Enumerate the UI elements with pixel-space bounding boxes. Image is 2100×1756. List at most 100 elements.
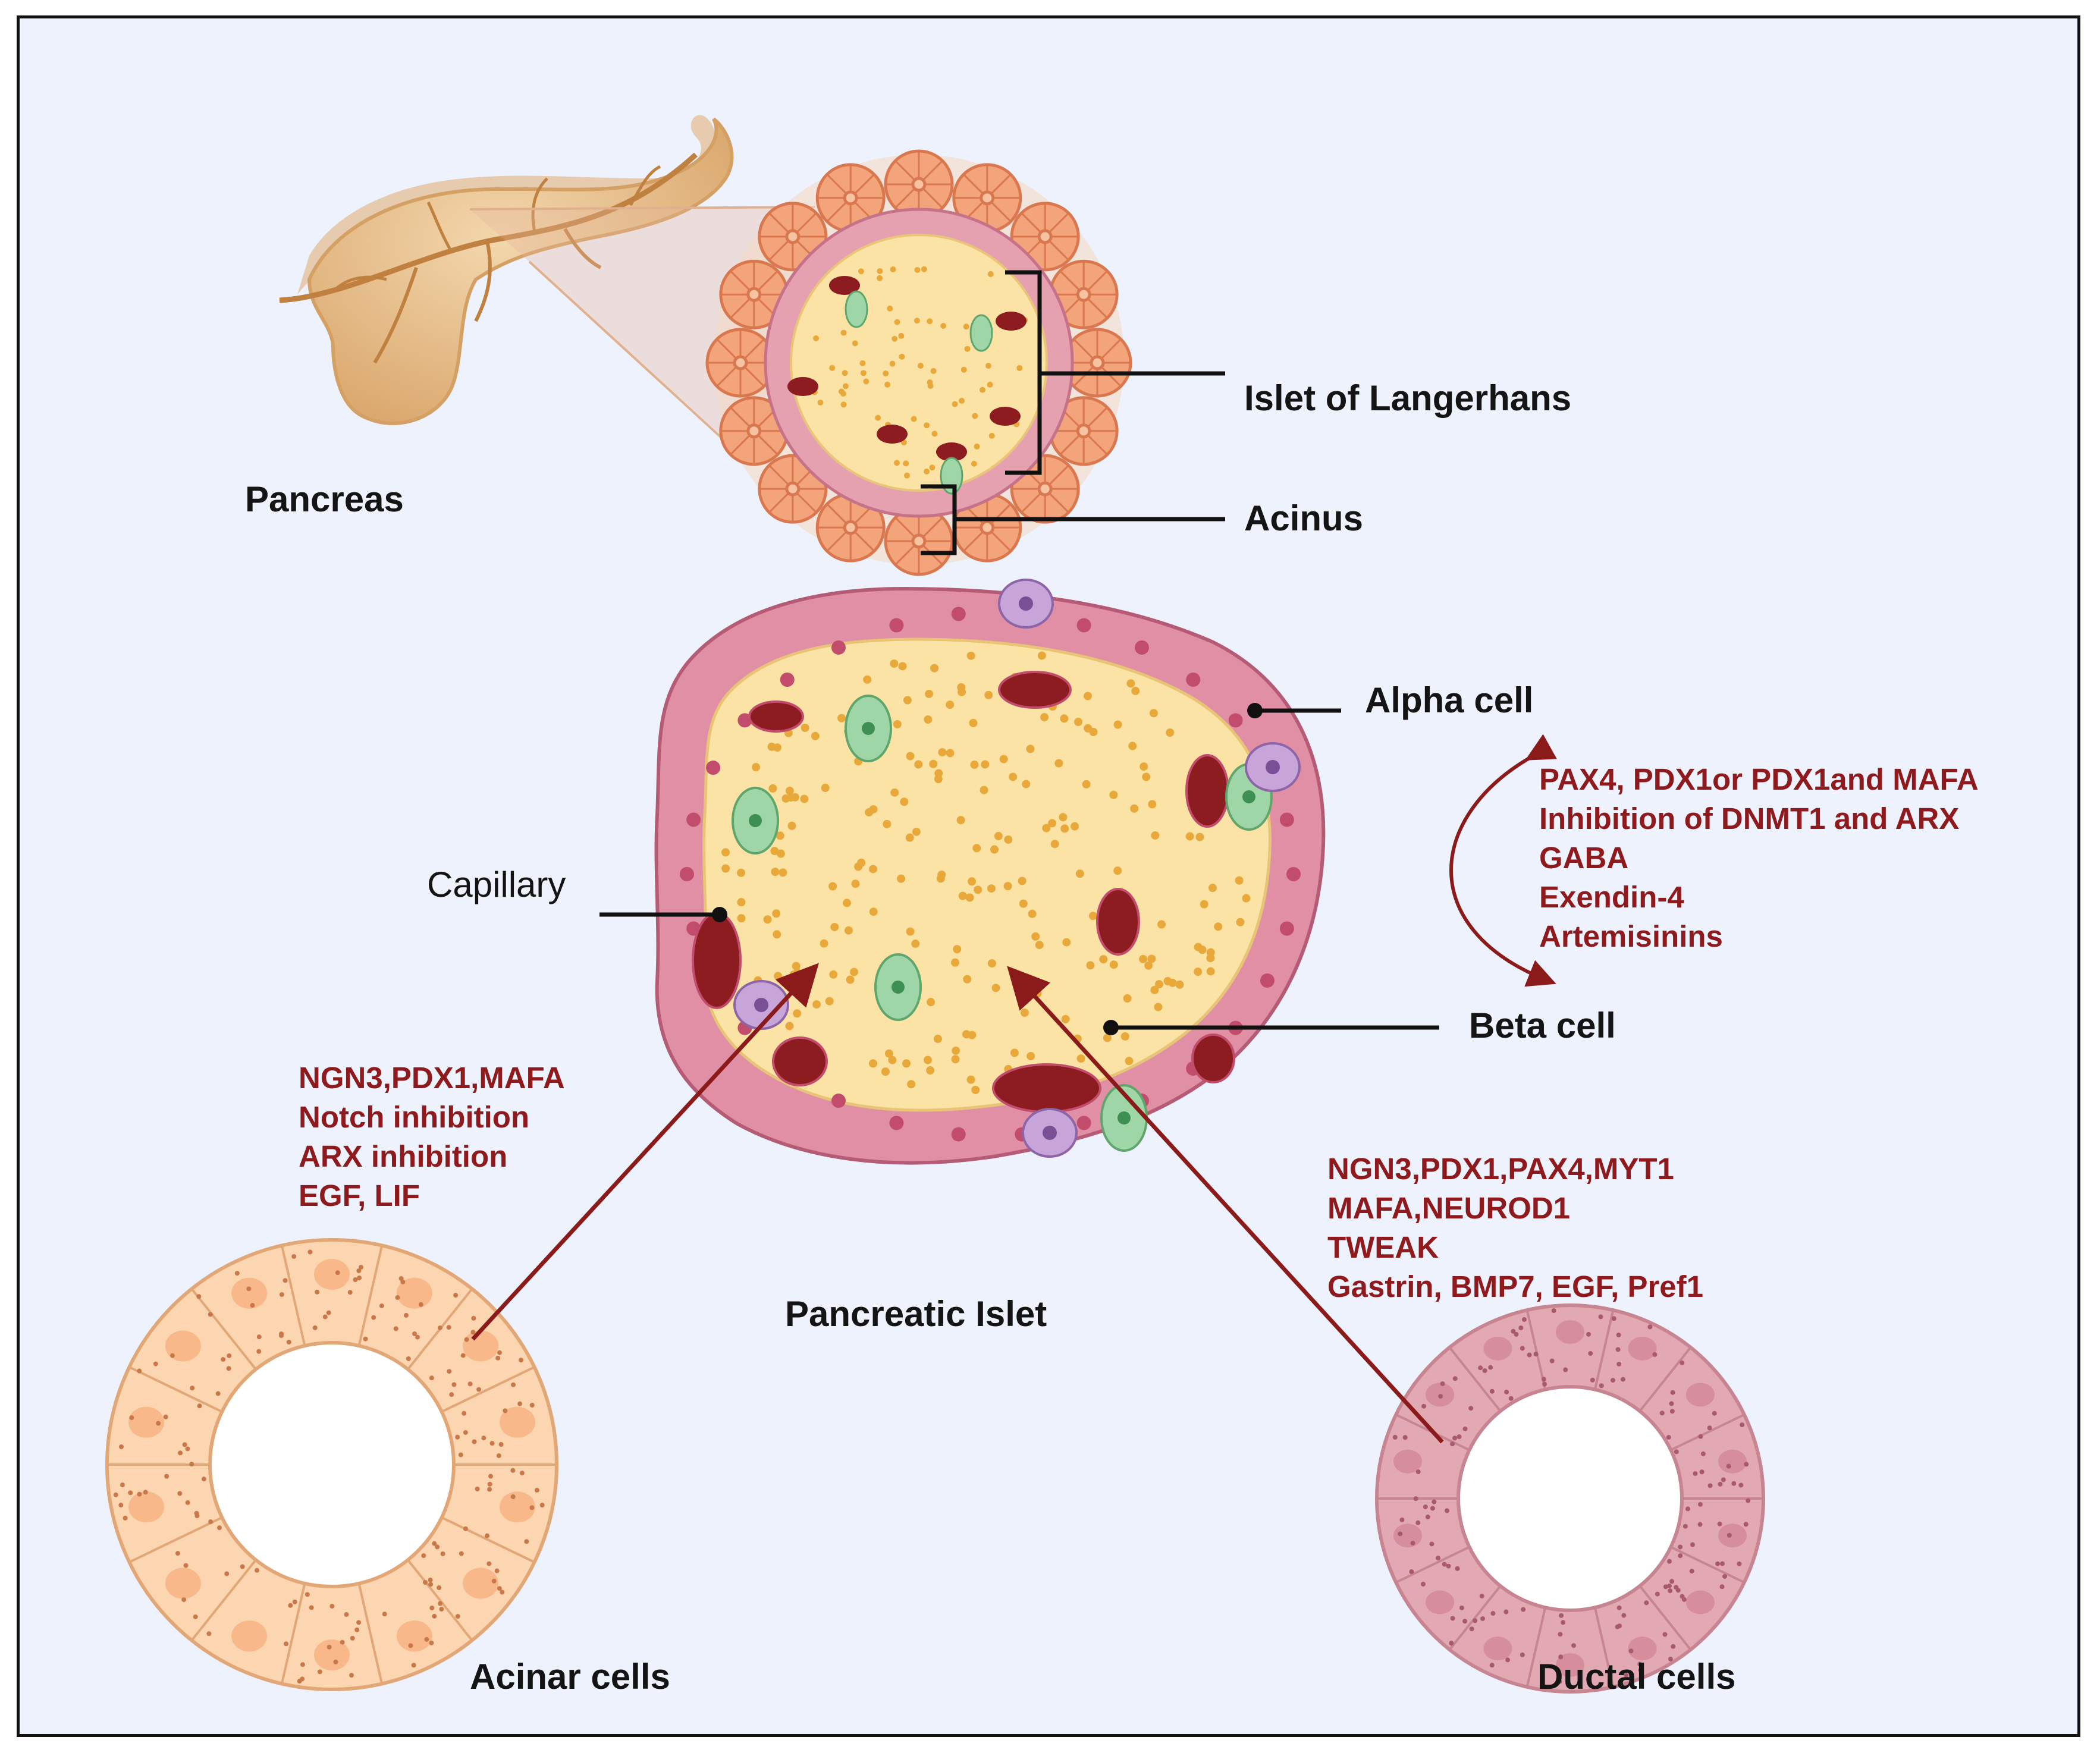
ductal-nucleus (1483, 1636, 1512, 1661)
beta-cell-nucleus (1195, 833, 1204, 841)
beta-cell-nucleus (988, 432, 995, 439)
beta-cell-nucleus (821, 783, 830, 792)
beta-cell-nucleus (842, 370, 848, 376)
beta-cell-nucleus (774, 972, 783, 981)
acinar-nucleus (463, 1567, 499, 1599)
beta-cell-nucleus (852, 340, 858, 347)
beta-cell-nucleus (854, 862, 863, 871)
beta-cell-nucleus (991, 984, 1000, 992)
beta-cell-nucleus (930, 367, 937, 374)
beta-cell-nucleus (763, 915, 772, 924)
alpha-cell-nucleus (831, 1094, 846, 1108)
acinar-nucleus (231, 1620, 268, 1652)
acinus-cluster (884, 506, 954, 576)
beta-cell-nucleus (972, 413, 978, 419)
beta-cell-nucleus (800, 794, 809, 803)
beta-cell-nucleus (1150, 985, 1159, 994)
beta-cell-nucleus (1154, 980, 1163, 989)
acinus-cluster (705, 328, 776, 398)
capillary (992, 1063, 1101, 1113)
beta-cell-nucleus (1206, 954, 1215, 963)
beta-cell-nucleus (987, 381, 993, 388)
beta-cell-nucleus (837, 714, 846, 722)
beta-cell-nucleus (1054, 759, 1063, 768)
beta-cell-nucleus (787, 821, 796, 830)
beta-cell-nucleus (899, 353, 905, 360)
beta-cell-nucleus (965, 893, 974, 902)
beta-cell-nucleus (737, 898, 746, 907)
beta-cell-nucleus (934, 769, 943, 778)
beta-cell-nucleus (974, 443, 980, 450)
beta-cell-nucleus (1088, 912, 1097, 921)
beta-cell-nucleus (813, 335, 820, 341)
factor-item: Inhibition of DNMT1 and ARX (1539, 802, 1960, 835)
beta-cell-nucleus (933, 1035, 942, 1044)
acinus-cluster (1049, 396, 1119, 466)
capillary (998, 671, 1072, 709)
capillary (1096, 888, 1140, 956)
beta-cell-nucleus (1062, 938, 1071, 947)
alpha-cell-nucleus (1135, 640, 1149, 655)
beta-cell-nucleus (817, 399, 824, 406)
beta-cell-nucleus (1109, 790, 1118, 799)
beta-cell-nucleus (911, 940, 920, 948)
beta-cell-nucleus (971, 1085, 980, 1094)
beta-cell-nucleus (966, 651, 975, 660)
beta-cell-nucleus (1242, 894, 1251, 903)
beta-cell-nucleus (892, 335, 898, 342)
beta-cell-nucleus (1235, 876, 1244, 885)
beta-cell-nucleus (1157, 920, 1166, 929)
beta-cell-nucleus (924, 715, 933, 724)
beta-cell-nucleus (963, 323, 969, 330)
beta-cell-nucleus (981, 760, 990, 769)
beta-cell-nucleus (1022, 780, 1031, 789)
beta-cell-nucleus (883, 819, 892, 828)
beta-cell-nucleus (830, 922, 839, 931)
beta-cell-nucleus (850, 967, 859, 976)
beta-cell-nucleus (863, 675, 872, 684)
beta-cell-nucleus (1060, 824, 1069, 833)
beta-cell-nucleus (1082, 780, 1091, 789)
beta-cell-nucleus (987, 959, 996, 968)
beta-cell-nucleus (1148, 800, 1157, 809)
beta-cell-nucleus (890, 788, 899, 797)
ductal-to-islet-arrow (1007, 966, 1444, 1444)
capillary (787, 377, 818, 396)
beta-cell-nucleus (1168, 978, 1177, 987)
ductal-cells-ring (1375, 1303, 1765, 1694)
beta-cell-nucleus (1084, 692, 1093, 700)
beta-cell-nucleus (1142, 772, 1151, 781)
acinar-factor-list: NGN3,PDX1,MAFA Notch inhibition ARX inhi… (299, 1058, 565, 1215)
beta-cell-nucleus (851, 879, 860, 888)
acinus-label: Acinus (1244, 498, 1364, 538)
acinar-nucleus (499, 1406, 535, 1438)
beta-cell-nucleus (937, 870, 946, 879)
pancreatic-islet-illustration (654, 579, 1326, 1165)
beta-cell-nucleus (900, 797, 909, 806)
beta-cell-nucleus (946, 749, 955, 758)
beta-cell-nucleus (898, 332, 905, 339)
alpha-to-beta-arrow (1449, 734, 1557, 987)
acinar-nucleus (396, 1277, 432, 1309)
factor-item: ARX inhibition (299, 1139, 508, 1173)
acinus-cluster (1062, 328, 1132, 398)
beta-cell-nucleus (1042, 824, 1051, 833)
beta-cell-nucleus (1126, 679, 1135, 688)
beta-cell-nucleus (1140, 762, 1148, 771)
factor-item: Gastrin, BMP7, EGF, Pref1 (1327, 1270, 1704, 1303)
beta-cell-nucleus (840, 401, 847, 408)
beta-cell-nucleus (888, 1056, 897, 1064)
beta-cell-nucleus (1147, 954, 1156, 963)
beta-cell-nucleus (721, 848, 730, 857)
beta-cell-nucleus (931, 431, 938, 437)
beta-cell-nucleus (951, 1055, 960, 1064)
beta-cell-nucleus (884, 1049, 893, 1058)
beta-cell-nucleus (969, 718, 978, 727)
factor-item: TWEAK (1327, 1230, 1439, 1264)
beta-cell-nucleus (1071, 822, 1079, 831)
beta-cell-nucleus (859, 360, 866, 366)
beta-cell-nucleus (868, 1059, 877, 1068)
beta-cell-nucleus (964, 345, 971, 352)
capillary (829, 276, 860, 295)
beta-cell-nucleus (863, 378, 869, 385)
